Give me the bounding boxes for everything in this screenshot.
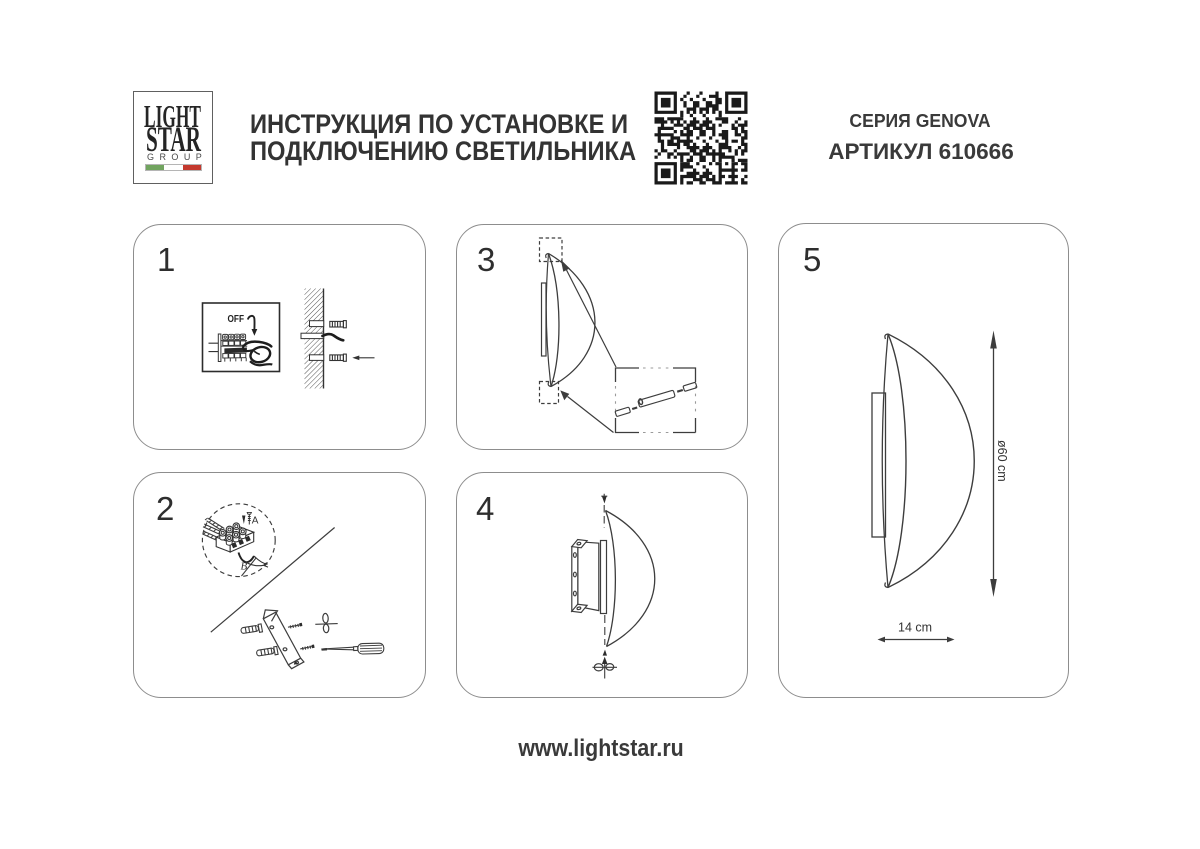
svg-text:OFF: OFF xyxy=(228,314,245,325)
svg-text:B: B xyxy=(241,561,248,573)
svg-text:A: A xyxy=(252,516,259,527)
svg-text:14 cm: 14 cm xyxy=(898,621,932,635)
svg-text:ø60 cm: ø60 cm xyxy=(995,440,1009,482)
